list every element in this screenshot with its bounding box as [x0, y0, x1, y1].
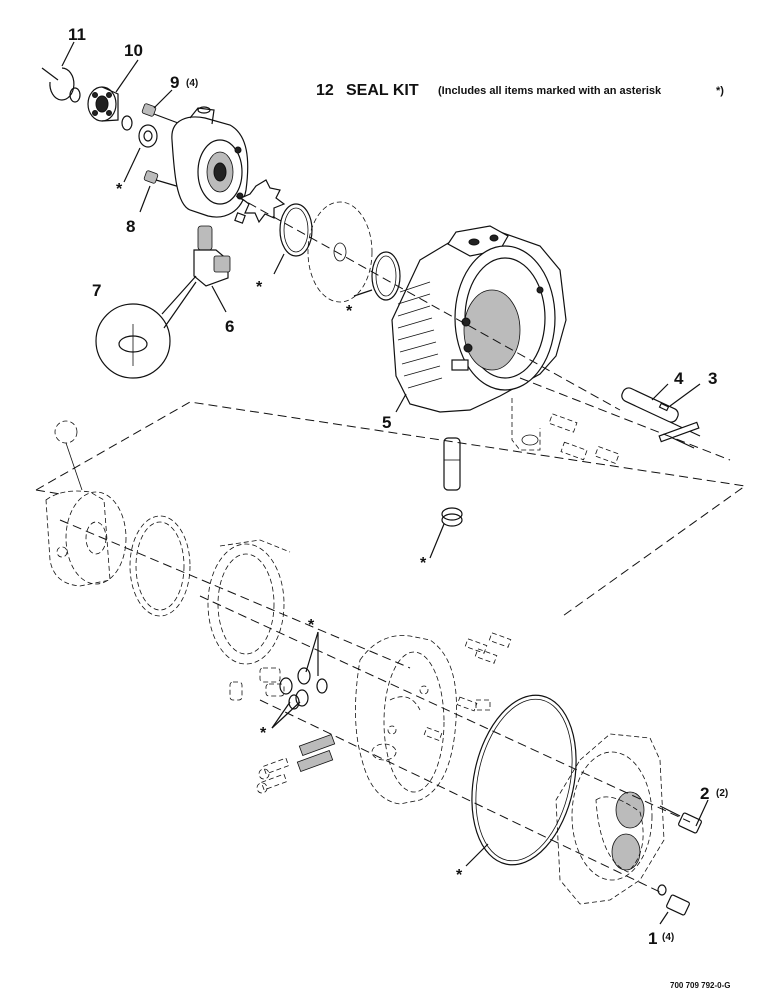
upper-assembly — [41, 67, 731, 527]
asterisk-mark: * — [116, 181, 123, 198]
drain-fitting — [441, 437, 463, 527]
callout-1: 1 — [648, 929, 657, 948]
end-cover-plate — [555, 733, 665, 905]
small-seal-ring — [121, 115, 133, 131]
seal-kit-title: SEAL KIT — [346, 82, 419, 99]
callout-6: 6 — [225, 317, 234, 336]
housing-bolts — [548, 413, 620, 464]
asterisk-mark: * — [256, 279, 263, 296]
key-part-3 — [658, 402, 670, 412]
shaft-part-4 — [621, 387, 701, 449]
phantom-ring — [129, 515, 191, 617]
leader-lines — [61, 41, 709, 925]
shaft-seal — [138, 124, 158, 148]
phantom-motor-group — [35, 401, 747, 701]
o-ring-detail-inset — [95, 275, 197, 379]
small-seals-cluster — [259, 667, 328, 710]
motor-end-housing — [171, 106, 249, 218]
callout-9: 9 — [170, 73, 179, 92]
pump-housing-part-5 — [391, 225, 567, 413]
seal-kit-description: (Includes all items marked with an aster… — [438, 85, 662, 97]
seal-kit-description-end: *) — [716, 85, 724, 97]
large-cover-o-ring — [471, 694, 577, 866]
callout-3: 3 — [708, 369, 717, 388]
asterisk-mark: * — [260, 725, 267, 742]
asterisk-mark: * — [346, 303, 353, 320]
reference-circle — [54, 420, 78, 444]
callout-9-qty: (4) — [186, 78, 198, 89]
elbow-fitting-part-6 — [193, 225, 231, 287]
snap-ring-part-11 — [41, 67, 75, 101]
upper-axis-line — [235, 195, 621, 411]
bearing-part-10 — [87, 86, 119, 122]
callout-8: 8 — [126, 217, 135, 236]
callout-1-qty: (4) — [662, 932, 674, 943]
figure-number: 700 709 792-0-G — [670, 981, 731, 990]
small-o-ring — [69, 87, 81, 103]
callout-10: 10 — [124, 41, 143, 60]
wear-plate — [307, 201, 373, 303]
bracket — [511, 398, 541, 451]
gerotor-star — [234, 179, 286, 224]
relief-springs — [256, 733, 336, 794]
callout-5: 5 — [382, 413, 391, 432]
bolt-part-1 — [657, 884, 690, 916]
callout-4: 4 — [674, 369, 684, 388]
asterisk-mark: * — [308, 617, 315, 634]
bolt-part-2 — [659, 805, 702, 834]
callout-labels: 11 10 9 (4) 8 7 6 5 4 3 2 (2) 1 (4) — [68, 25, 728, 948]
phantom-plug — [229, 681, 243, 701]
callout-2-qty: (2) — [716, 788, 728, 799]
lower-assembly — [199, 595, 702, 916]
callout-11: 11 — [68, 25, 86, 44]
phantom-rotor — [45, 490, 127, 587]
asterisk-mark: * — [456, 867, 463, 884]
seal-kit-number: 12 — [316, 82, 334, 99]
bearing-seal-ring — [371, 251, 401, 301]
valve-plate-screws — [423, 632, 512, 742]
callout-7: 7 — [92, 281, 101, 300]
housing-seal-ring — [279, 203, 313, 257]
seal-kit-note: 12 SEAL KIT (Includes all items marked w… — [316, 82, 724, 99]
phantom-stator — [207, 539, 291, 665]
asterisk-marks: * * * * * * * — [116, 181, 463, 884]
lower-axis-line — [199, 595, 691, 823]
callout-2: 2 — [700, 784, 709, 803]
valve-plate — [355, 635, 457, 805]
asterisk-mark: * — [420, 555, 427, 572]
